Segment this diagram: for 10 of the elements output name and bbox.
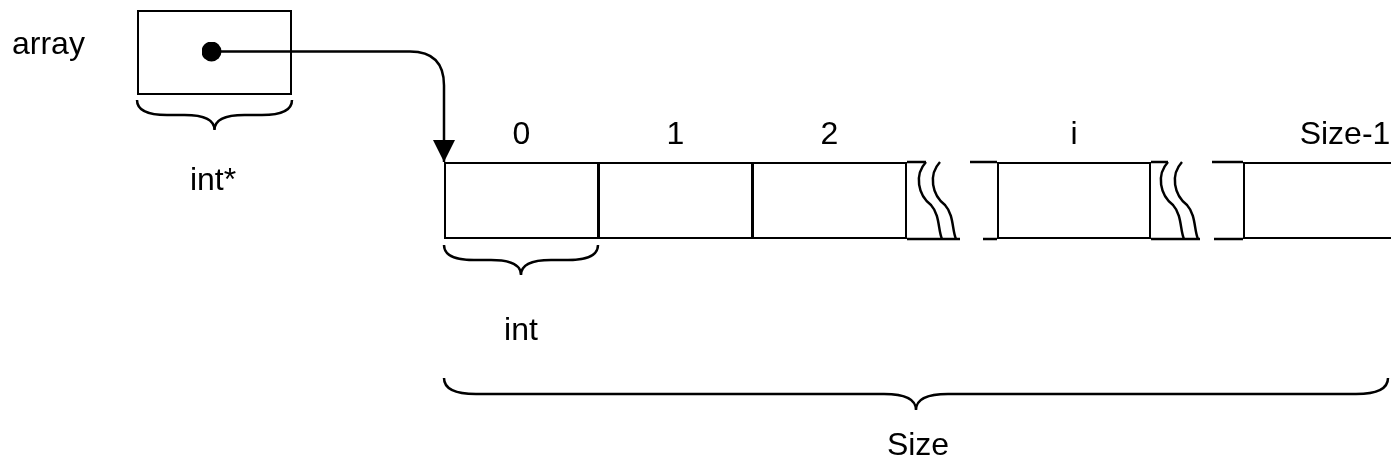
type-label: int	[504, 310, 538, 348]
type-label: int*	[189, 160, 237, 198]
variable-name: array	[12, 24, 85, 62]
index-label: i	[1070, 114, 1078, 152]
index-label: 0	[512, 114, 531, 152]
type-label: Size	[886, 425, 950, 463]
pointer-arrow	[201, 41, 455, 162]
index-label: 1	[666, 114, 685, 152]
index-label: 2	[820, 114, 839, 152]
index-label: Size-1	[1299, 114, 1391, 152]
